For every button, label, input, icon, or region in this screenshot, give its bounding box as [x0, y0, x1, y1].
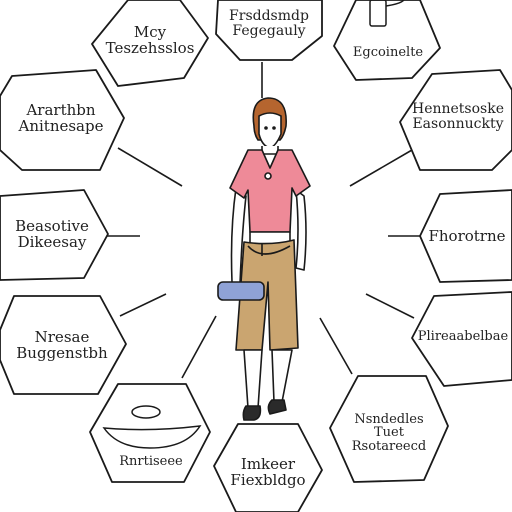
node-hexagon	[329, 375, 449, 483]
node-hexagon	[91, 0, 209, 87]
connector-line	[117, 147, 183, 187]
right-shoe	[267, 399, 287, 415]
node-hexagon	[89, 383, 211, 483]
connector-line	[349, 149, 413, 187]
drink-icon	[369, 0, 405, 27]
node-hexagon	[215, 0, 323, 61]
connector-lines	[106, 62, 424, 379]
person-figure	[217, 97, 311, 421]
node-label: Egcoinelte	[352, 45, 424, 61]
connector-line	[319, 317, 353, 375]
node-hexagon	[0, 69, 125, 171]
node-label: Plireaabelbae	[417, 329, 509, 345]
left-shoe	[242, 405, 262, 421]
connector-line	[119, 293, 167, 317]
pants	[235, 239, 299, 351]
right-leg	[271, 349, 293, 403]
node-hexagon	[333, 0, 441, 81]
right-arm	[295, 189, 307, 271]
node-hexagon	[411, 291, 512, 387]
connector-line	[181, 315, 217, 379]
node-label: Rnrtiseee	[119, 454, 183, 470]
node-label: Fhorotrne	[428, 227, 506, 246]
face	[258, 112, 282, 149]
held-pad	[217, 281, 265, 301]
left-leg	[243, 349, 263, 409]
bowl-icon	[102, 405, 202, 449]
node-hexagon	[419, 189, 512, 283]
node-hexagon	[399, 69, 512, 171]
shirt	[229, 149, 311, 233]
node-hexagon	[0, 189, 109, 281]
node-hexagon	[213, 423, 323, 512]
connector-line	[365, 293, 415, 319]
node-hexagon	[0, 295, 127, 395]
